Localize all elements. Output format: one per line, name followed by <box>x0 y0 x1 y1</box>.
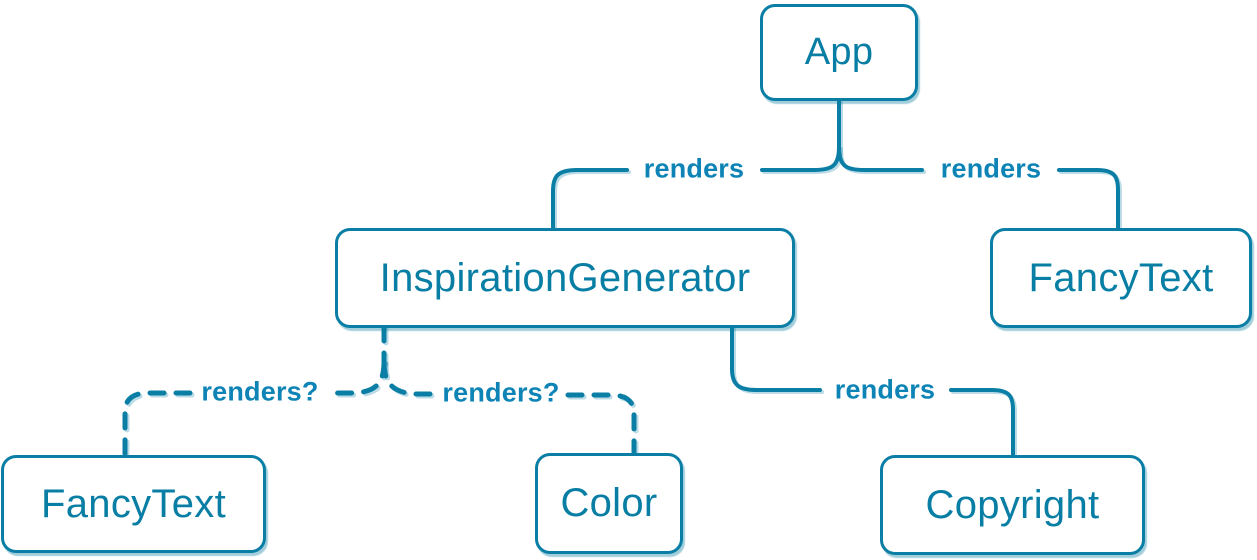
edge-inspiration-generator-to-color-dashed <box>381 359 637 457</box>
node-copyright-label: Copyright <box>925 482 1100 527</box>
node-fancy-text-bottom: FancyText <box>1 455 266 553</box>
edge-inspiration-generator-to-color-path-2 <box>565 392 637 457</box>
node-inspiration-generator-label: InspirationGenerator <box>379 255 751 300</box>
edge-app-to-inspiration-generator-path-2 <box>551 168 629 231</box>
edge-inspiration-generator-to-copyright <box>730 325 1015 458</box>
node-color: Color <box>535 453 683 554</box>
edge-app-to-fancy-text-path-1 <box>837 145 924 172</box>
edge-inspiration-generator-to-copyright-path-2 <box>949 388 1015 458</box>
edge-inspiration-generator-to-color-path-1 <box>381 359 439 397</box>
node-app-label: App <box>804 31 874 73</box>
node-inspiration-generator: InspirationGenerator <box>335 228 795 328</box>
edge-label-renders-maybe-color: renders? <box>442 377 560 408</box>
node-fancy-text-top: FancyText <box>990 228 1252 328</box>
edge-label-renders-app-fancy-text: renders <box>940 153 1042 184</box>
node-fancy-text-bottom-label: FancyText <box>41 481 226 526</box>
node-copyright: Copyright <box>880 455 1145 555</box>
node-fancy-text-top-label: FancyText <box>1028 255 1214 300</box>
edge-label-renders-app-inspiration: renders <box>643 153 745 184</box>
node-app: App <box>760 4 918 101</box>
edge-app-to-fancy-text <box>837 145 1120 231</box>
node-color-label: Color <box>560 481 658 525</box>
edge-inspiration-generator-to-fancy-text-path-2 <box>122 390 193 459</box>
edge-inspiration-generator-to-copyright-path-1 <box>730 325 822 392</box>
edge-app-to-inspiration-generator-path-1 <box>760 99 841 172</box>
edge-app-to-fancy-text-path-2 <box>1057 168 1120 231</box>
edge-label-renders-maybe-fancy-text: renders? <box>201 376 319 407</box>
edge-inspiration-generator-to-fancy-text-path-1 <box>328 359 387 396</box>
edge-label-renders-copyright: renders <box>834 374 936 405</box>
